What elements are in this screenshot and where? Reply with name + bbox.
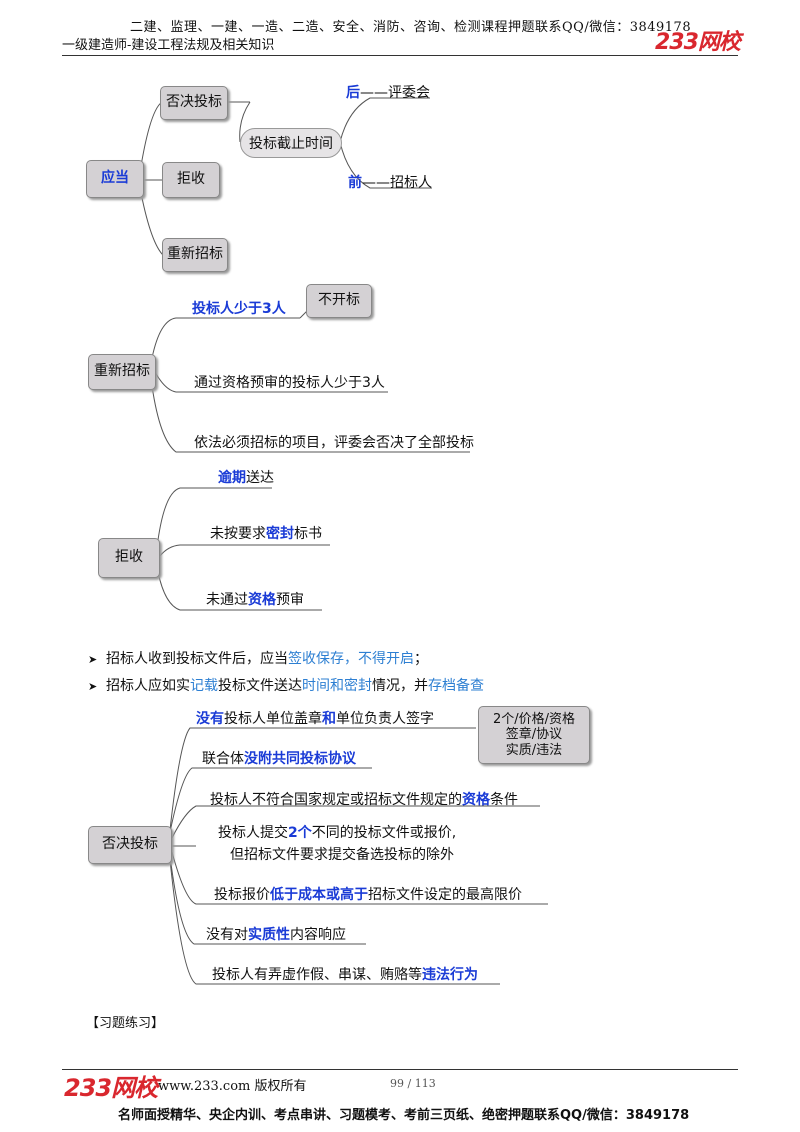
map3-item-seal-key: 密封	[266, 526, 294, 542]
bullet1-post: ；	[414, 651, 428, 667]
map4-i3-pre: 投标人不符合国家规定或招标文件规定的	[210, 792, 462, 808]
map1-center-label: 应当	[101, 170, 129, 187]
bullet1-pre: 招标人收到投标文件后，应当	[106, 651, 288, 667]
map4-i4-key: 2个	[288, 825, 312, 841]
map1-before-key: 前	[348, 175, 362, 191]
bullet2-mid2: 情况，并	[372, 678, 428, 694]
map3-item-qualification-pre: 未通过	[206, 592, 248, 608]
bullet2-pre: 招标人应如实	[106, 678, 190, 694]
arrow-bullet-icon: ➤	[88, 653, 98, 666]
map3-item-qualification-key: 资格	[248, 592, 276, 608]
map4-i3-key: 资格	[462, 792, 490, 808]
map4-i7-pre: 投标人有弄虚作假、串谋、贿赂等	[212, 967, 422, 983]
map1-after-key: 后	[346, 85, 360, 101]
map4-i1-text2: 单位负责人签字	[336, 711, 434, 727]
map1-after-rest: ——评委会	[360, 85, 430, 101]
map2-item-prequal: 通过资格预审的投标人少于3人	[194, 375, 385, 391]
header-subtitle: 一级建造师-建设工程法规及相关知识	[62, 38, 275, 53]
map4-item-seal-signature: 没有投标人单位盖章和单位负责人签字	[196, 708, 434, 728]
map4-summary-line2: 签章/协议	[505, 727, 563, 743]
map2-item-all-rejected: 依法必须招标的项目，评委会否决了全部投标	[194, 435, 474, 451]
map4-i2-pre: 联合体	[202, 751, 244, 767]
footer-divider	[62, 1069, 738, 1070]
map4-i4-rest: 不同的投标文件或报价,	[311, 825, 457, 841]
map1-deadline-node: 投标截止时间	[240, 128, 342, 158]
map1-branch-refuse: 拒收	[162, 162, 220, 198]
map3-item-qualification: 未通过资格预审	[206, 589, 304, 609]
page-number: 99 / 113	[390, 1077, 436, 1090]
bullet2-hl-archive: 存档备查	[428, 678, 484, 694]
map4-item-qualification: 投标人不符合国家规定或招标文件规定的资格条件	[210, 789, 518, 809]
map1-before-label: 前——招标人	[348, 172, 432, 192]
map1-before-rest: ——招标人	[362, 175, 432, 191]
map1-after-label: 后——评委会	[346, 82, 430, 102]
bullet2-mid1: 投标文件送达	[218, 678, 302, 694]
map4-summary-line3: 实质/违法	[505, 742, 563, 758]
map3-center-node: 拒收	[98, 538, 160, 578]
map2-center-node: 重新招标	[88, 354, 156, 390]
map3-item-overdue-key: 逾期	[218, 470, 246, 486]
bullet2-hl-record: 记载	[190, 678, 218, 694]
map4-item-price: 投标报价低于成本或高于招标文件设定的最高限价	[214, 884, 522, 904]
map4-i6-key: 实质性	[248, 927, 290, 943]
map4-item-illegal: 投标人有弄虚作假、串谋、贿赂等违法行为	[212, 964, 478, 984]
map2-no-opening-box: 不开标	[306, 284, 372, 318]
map4-summary-box: 2个/价格/资格 签章/协议 实质/违法	[478, 706, 590, 764]
header-logo: 233网校	[655, 30, 741, 55]
bullet2-hl-time: 时间和密封	[302, 678, 372, 694]
map4-item-substantive: 没有对实质性内容响应	[206, 924, 346, 944]
map3-item-seal-pre: 未按要求	[210, 526, 266, 542]
footer-logo: 233网校	[64, 1074, 158, 1102]
map1-branch-reject-bid: 否决投标	[160, 86, 228, 120]
map4-i3-rest: 条件	[490, 792, 518, 808]
header-top-line: 二建、监理、一建、一造、二造、安全、消防、咨询、检测课程押题联系QQ/微信：38…	[130, 20, 692, 35]
map4-i1-text1: 投标人单位盖章	[224, 711, 322, 727]
map4-item-two-bids: 投标人提交2个不同的投标文件或报价,	[218, 822, 456, 842]
map4-i6-rest: 内容响应	[290, 927, 346, 943]
bullet1-highlight: 签收保存，不得开启	[288, 651, 414, 667]
exercise-heading: 【习题练习】	[86, 1016, 165, 1031]
map1-branch-rebid: 重新招标	[162, 238, 228, 272]
footer-bottom-line: 名师面授精华、央企内训、考点串讲、习题模考、考前三页纸、绝密押题联系QQ/微信：…	[118, 1108, 690, 1123]
map4-i2-key: 没附共同投标协议	[244, 751, 356, 767]
arrow-bullet-icon: ➤	[88, 680, 98, 693]
bullet-record-archive: ➤ 招标人应如实记载投标文件送达时间和密封情况，并存档备查	[88, 675, 484, 695]
map4-summary-line1: 2个/价格/资格	[492, 711, 576, 727]
map4-i5-pre: 投标报价	[214, 887, 270, 903]
map3-item-overdue-rest: 送达	[246, 470, 274, 486]
map4-i7-key: 违法行为	[422, 967, 478, 983]
map4-i4-pre: 投标人提交	[218, 825, 288, 841]
bullet-sign-keep: ➤ 招标人收到投标文件后，应当签收保存，不得开启；	[88, 648, 428, 668]
header-divider	[62, 55, 738, 56]
map3-item-seal-rest: 标书	[294, 526, 322, 542]
map4-item-two-bids-exception: 但招标文件要求提交备选投标的除外	[230, 847, 454, 863]
map4-item-consortium: 联合体没附共同投标协议	[202, 748, 356, 768]
map2-item-fewer-than-3: 投标人少于3人	[192, 301, 286, 317]
map3-item-overdue: 逾期送达	[218, 467, 274, 487]
map3-item-seal: 未按要求密封标书	[210, 523, 322, 543]
map4-center-node: 否决投标	[88, 826, 172, 864]
map3-item-qualification-rest: 预审	[276, 592, 304, 608]
map4-i5-rest: 招标文件设定的最高限价	[368, 887, 522, 903]
map4-i5-key: 低于成本或高于	[270, 887, 368, 903]
map4-i1-key2: 和	[322, 711, 336, 727]
map1-center-node: 应当	[86, 160, 144, 198]
map4-i1-key1: 没有	[196, 711, 224, 727]
map4-i6-pre: 没有对	[206, 927, 248, 943]
footer-url: www.233.com 版权所有	[158, 1079, 307, 1094]
